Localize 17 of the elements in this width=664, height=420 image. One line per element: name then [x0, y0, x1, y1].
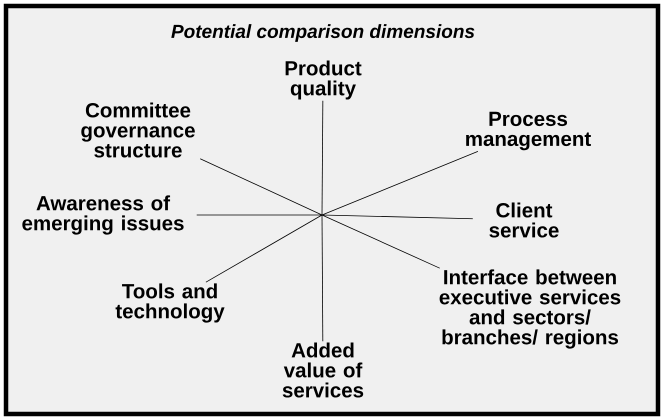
spoke-line [322, 214, 440, 269]
spoke-line [196, 214, 322, 216]
dimension-label: Committee governance structure [81, 102, 195, 158]
dimension-label: Added value of services [282, 342, 364, 398]
dimension-label: Process management [466, 112, 591, 150]
spoke-line [206, 214, 322, 283]
dimension-label: Interface between executive services and sectors/ branches/ regions [440, 269, 620, 349]
spoke-line [322, 214, 474, 220]
title: Potential comparison dimensions [171, 24, 474, 42]
spoke-line [322, 214, 324, 342]
dimension-label: Client service [489, 202, 559, 238]
dimension-label: Product quality [286, 60, 362, 100]
spoke-line [200, 158, 322, 216]
dimension-label: Awareness of emerging issues [22, 195, 184, 235]
dimension-label: Tools and technology [116, 283, 225, 323]
spoke-line [322, 151, 478, 216]
spoke-line [322, 100, 324, 216]
